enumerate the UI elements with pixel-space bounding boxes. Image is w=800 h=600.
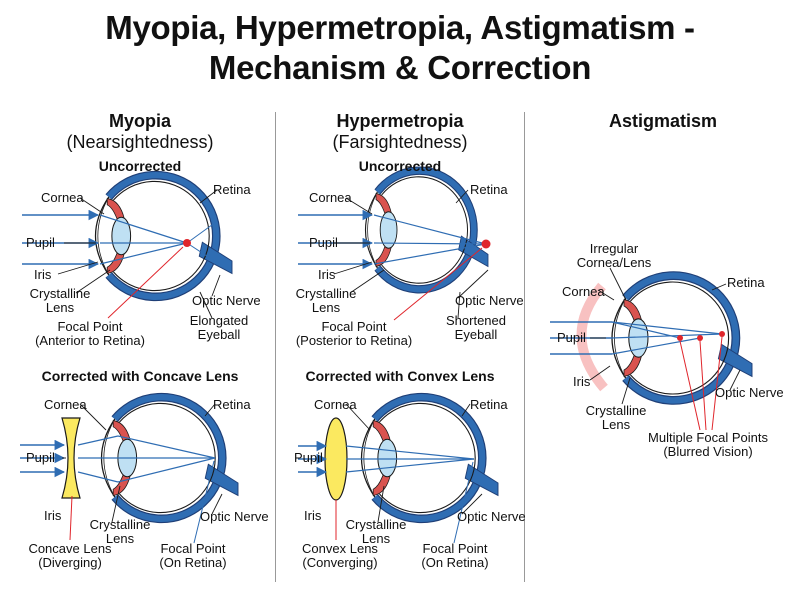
- label-crystalline: Crystalline: [89, 517, 151, 532]
- label-focal-note: (Anterior to Retina): [35, 333, 145, 348]
- label-corrective-title: Convex Lens: [302, 541, 378, 556]
- label-eyeball-shape: Shortened Eyeball: [440, 314, 512, 342]
- label-crystalline-lens: Crystalline Lens: [578, 404, 654, 432]
- focal-point-marker: [677, 335, 683, 341]
- label-cornea: Cornea: [44, 397, 87, 412]
- label-iris: Iris: [34, 267, 52, 282]
- label-focal-note: (On Retina): [159, 555, 227, 570]
- label-crystalline-lens: Crystalline Lens: [82, 518, 158, 546]
- label-crystalline: Crystalline: [585, 403, 647, 418]
- label-irregular-title: Irregular: [589, 241, 639, 256]
- label-cornea: Cornea: [309, 190, 352, 205]
- myopia-uncorrected-caption: Uncorrected: [98, 158, 182, 174]
- label-crystalline: Crystalline: [345, 517, 407, 532]
- hypermetropia-uncorrected-caption: Uncorrected: [358, 158, 442, 174]
- label-cornea: Cornea: [41, 190, 84, 205]
- label-corrective-title: Concave Lens: [28, 541, 112, 556]
- label-corrective-lens: Concave Lens (Diverging): [20, 542, 120, 570]
- label-retina: Retina: [213, 182, 251, 197]
- label-cornea: Cornea: [562, 284, 605, 299]
- label-focal-point: Focal Point (On Retina): [410, 542, 500, 570]
- concave-lens-shape: [61, 417, 81, 499]
- label-corrective-note: (Converging): [302, 555, 378, 570]
- label-optic-nerve: Optic Nerve: [715, 385, 784, 400]
- label-multiple-focal-points: Multiple Focal Points (Blurred Vision): [640, 431, 776, 459]
- title-line-1: Myopia, Hypermetropia, Astigmatism -: [105, 9, 695, 46]
- column-divider: [524, 112, 525, 582]
- focal-point-marker: [697, 335, 703, 341]
- label-corrective-lens: Convex Lens (Converging): [290, 542, 390, 570]
- label-irregular-cornea: Irregular Cornea/Lens: [570, 242, 658, 270]
- hypermetropia-heading: Hypermetropia: [336, 111, 464, 131]
- hypermetropia-corrected-eye: [298, 397, 498, 544]
- label-focal-title: Focal Point: [160, 541, 226, 556]
- label-optic-nerve: Optic Nerve: [192, 293, 261, 308]
- label-pupil: Pupil: [309, 235, 338, 250]
- label-lens: Lens: [311, 300, 341, 315]
- label-lens: Lens: [45, 300, 75, 315]
- hypermetropia-uncorrected-eye: [298, 171, 491, 321]
- label-focal-note: (Posterior to Retina): [295, 333, 413, 348]
- column-divider: [275, 112, 276, 582]
- myopia-corrected-eye: [20, 397, 238, 544]
- label-lens: Lens: [601, 417, 631, 432]
- label-eyeball-shape: Elongated Eyeball: [184, 314, 254, 342]
- label-lens: Lens: [105, 531, 135, 546]
- leader-lines: [57, 189, 741, 523]
- focal-point-marker: [719, 331, 725, 337]
- myopia-heading: Myopia: [108, 111, 171, 131]
- label-crystalline: Crystalline: [29, 286, 91, 301]
- label-irregular-note: Cornea/Lens: [576, 255, 652, 270]
- label-focal-point: Focal Point (On Retina): [148, 542, 238, 570]
- hypermetropia-subheading: (Farsightedness): [332, 132, 468, 152]
- label-pupil: Pupil: [26, 235, 55, 250]
- label-focal-title: Focal Point: [422, 541, 488, 556]
- label-focal-note: (Blurred Vision): [663, 444, 753, 459]
- label-pupil: Pupil: [26, 450, 55, 465]
- label-retina: Retina: [213, 397, 251, 412]
- label-iris: Iris: [318, 267, 336, 282]
- label-pupil: Pupil: [557, 330, 586, 345]
- label-retina: Retina: [727, 275, 765, 290]
- label-lens: Lens: [361, 531, 391, 546]
- focal-point-marker: [481, 239, 491, 249]
- myopia-corrected-caption: Corrected with Concave Lens: [41, 368, 239, 384]
- label-shape-title: Shortened: [446, 313, 506, 328]
- label-focal-point: Focal Point (Anterior to Retina): [30, 320, 150, 348]
- label-retina: Retina: [470, 397, 508, 412]
- label-crystalline: Crystalline: [295, 286, 357, 301]
- label-focal-note: (On Retina): [421, 555, 489, 570]
- label-iris: Iris: [573, 374, 591, 389]
- label-crystalline-lens: Crystalline Lens: [22, 287, 98, 315]
- page-title: Myopia, Hypermetropia, Astigmatism - Mec…: [0, 8, 800, 88]
- convex-lens-shape: [324, 417, 348, 501]
- label-focal-title: Focal Point: [57, 319, 123, 334]
- title-line-2: Mechanism & Correction: [208, 49, 592, 86]
- label-crystalline-lens: Crystalline Lens: [338, 518, 414, 546]
- label-shape-note: Eyeball: [197, 327, 241, 342]
- myopia-subheading: (Nearsightedness): [66, 132, 214, 152]
- label-optic-nerve: Optic Nerve: [455, 293, 524, 308]
- label-focal-title: Focal Point: [321, 319, 387, 334]
- label-iris: Iris: [44, 508, 62, 523]
- label-optic-nerve: Optic Nerve: [457, 509, 526, 524]
- astigmatism-heading: Astigmatism: [608, 111, 718, 131]
- focal-point-marker: [183, 239, 191, 247]
- label-focal-point: Focal Point (Posterior to Retina): [290, 320, 418, 348]
- label-crystalline-lens: Crystalline Lens: [288, 287, 364, 315]
- label-shape-note: Eyeball: [454, 327, 498, 342]
- hypermetropia-corrected-caption: Corrected with Convex Lens: [305, 368, 495, 384]
- label-shape-title: Elongated: [189, 313, 249, 328]
- label-optic-nerve: Optic Nerve: [200, 509, 269, 524]
- label-iris: Iris: [304, 508, 322, 523]
- label-focal-title: Multiple Focal Points: [648, 430, 768, 445]
- label-retina: Retina: [470, 182, 508, 197]
- label-corrective-note: (Diverging): [38, 555, 102, 570]
- label-cornea: Cornea: [314, 397, 357, 412]
- label-pupil: Pupil: [294, 450, 323, 465]
